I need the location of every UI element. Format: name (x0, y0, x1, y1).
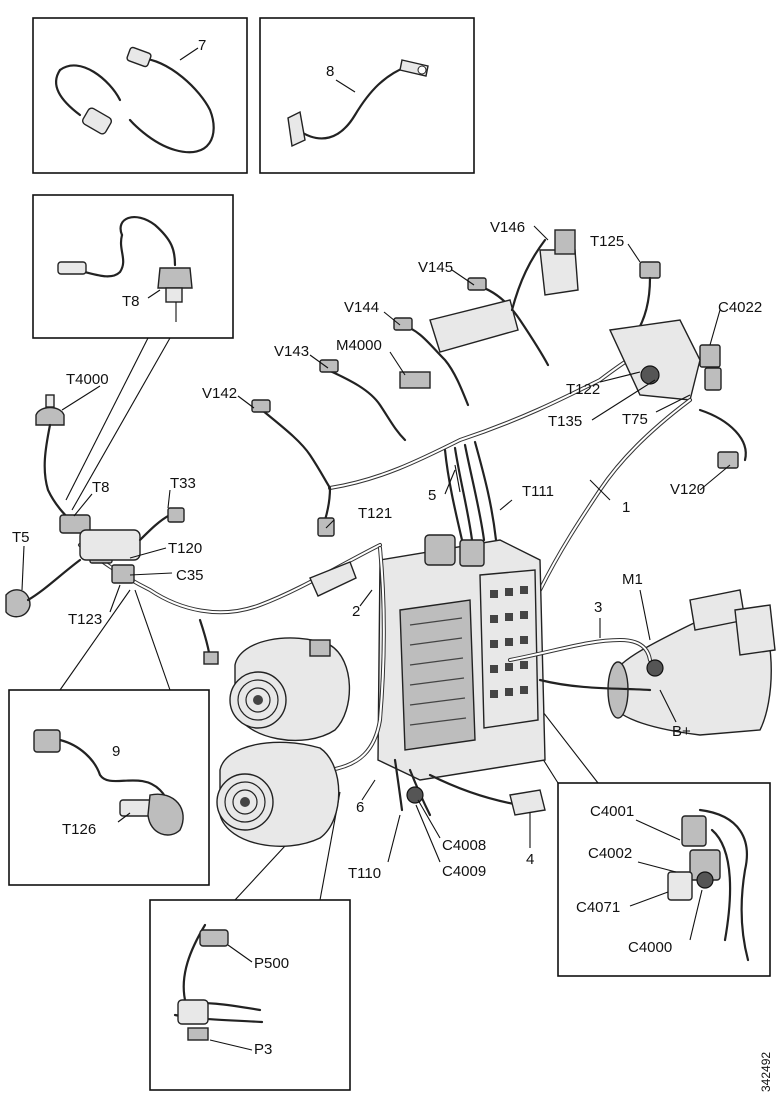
label-7: 7 (198, 37, 206, 54)
label-t135: T135 (548, 413, 582, 430)
label-c4001: C4001 (590, 803, 634, 820)
label-c4008: C4008 (442, 837, 486, 854)
label-6: 6 (356, 799, 364, 816)
t8-callout-line (65, 337, 149, 501)
alternator-upper (229, 637, 351, 742)
label-v143: V143 (274, 343, 309, 360)
main-harness (5, 229, 747, 665)
label-bplus: B+ (672, 723, 691, 740)
callout-lines (21, 225, 731, 863)
label-t125: T125 (590, 233, 624, 250)
label-t33: T33 (170, 475, 196, 492)
label-c35: C35 (176, 567, 204, 584)
label-v145: V145 (418, 259, 453, 276)
label-t75: T75 (622, 411, 648, 428)
label-t123: T123 (68, 611, 102, 628)
label-c4071: C4071 (576, 899, 620, 916)
inset-box-8 (259, 17, 475, 174)
label-t126: T126 (62, 821, 96, 838)
starter-motor (508, 589, 776, 736)
label-t111: T111 (522, 483, 554, 500)
label-v146: V146 (490, 219, 525, 236)
label-p500: P500 (254, 955, 289, 972)
labels: 7 8 T8 V146 T125 V145 C4022 V144 M4000 V… (12, 37, 773, 1092)
label-c4000: C4000 (628, 939, 672, 956)
label-t8: T8 (92, 479, 110, 496)
label-v142: V142 (202, 385, 237, 402)
label-t122: T122 (566, 381, 600, 398)
label-t110: T110 (348, 865, 381, 882)
label-v120: V120 (670, 481, 705, 498)
label-3: 3 (594, 599, 602, 616)
label-4: 4 (526, 851, 534, 868)
alternator-lower (216, 741, 340, 847)
label-t5: T5 (12, 529, 30, 546)
label-1: 1 (622, 499, 630, 516)
label-9: 9 (112, 743, 120, 760)
label-2: 2 (352, 603, 360, 620)
control-unit (377, 534, 546, 817)
figure-reference-number: 342492 (759, 1052, 773, 1092)
label-c4002: C4002 (588, 845, 632, 862)
inset-box-7 (32, 17, 248, 174)
label-8: 8 (326, 63, 334, 80)
inset-box-t8 (32, 194, 234, 339)
label-c4009: C4009 (442, 863, 486, 880)
label-5: 5 (428, 487, 436, 504)
label-p3: P3 (254, 1041, 272, 1058)
label-c4022: C4022 (718, 299, 762, 316)
label-m4000: M4000 (336, 337, 382, 354)
inset-box-9 (8, 689, 210, 886)
label-m1: M1 (622, 571, 643, 588)
label-t8-inset: T8 (122, 293, 140, 310)
label-t121: T121 (358, 505, 392, 522)
label-t120: T120 (168, 540, 202, 557)
inset-box-c4000-group (557, 782, 771, 977)
inset-box-p500-p3 (149, 899, 351, 1091)
label-t4000: T4000 (66, 371, 109, 388)
label-v144: V144 (344, 299, 379, 316)
